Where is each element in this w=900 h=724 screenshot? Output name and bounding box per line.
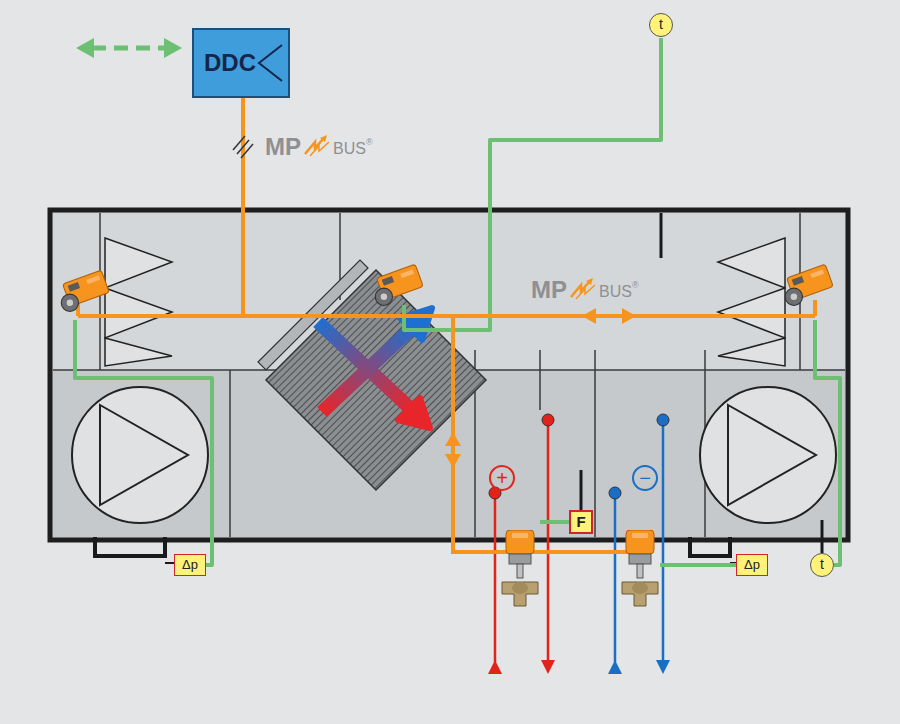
controller-chevron <box>256 30 286 96</box>
bus-arrows-icon <box>568 277 598 301</box>
unit-housing <box>50 210 848 540</box>
bus-logo: MP BUS® <box>262 133 376 161</box>
mp-bus-line <box>78 98 815 560</box>
signal-wire <box>75 38 840 565</box>
node-label: Δp <box>182 558 198 572</box>
pipes <box>488 414 670 674</box>
bus-logo-bus: BUS <box>599 283 632 301</box>
node-label: t <box>659 17 663 32</box>
bus-slash <box>233 136 253 158</box>
bus-logo: MP BUS® <box>528 276 642 304</box>
communication-arrow <box>76 38 182 58</box>
node-label: − <box>639 467 651 489</box>
node-label: + <box>496 467 508 489</box>
temperature-sensor: t <box>810 553 834 577</box>
cooling-coil-symbol: − <box>632 465 658 491</box>
bus-logo-mp: MP <box>265 134 301 160</box>
bus-logo-mp: MP <box>531 277 567 303</box>
registered-mark: ® <box>632 281 639 291</box>
heating-coil-symbol: + <box>489 465 515 491</box>
valve-actuator <box>502 530 658 606</box>
controller-box: DDC <box>192 28 290 98</box>
node-label: Δp <box>744 558 760 572</box>
frost-protection-box: F <box>569 510 593 534</box>
bus-direction-arrows <box>445 308 636 468</box>
registered-mark: ® <box>366 138 373 148</box>
sensor-hoses <box>95 213 822 563</box>
damper-actuator <box>61 264 833 311</box>
node-label: F <box>576 514 585 531</box>
differential-pressure-box: Δp <box>736 554 768 576</box>
differential-pressure-box: Δp <box>174 554 206 576</box>
node-label: t <box>820 557 824 572</box>
bus-logo-bus: BUS <box>333 140 366 158</box>
bus-arrows-icon <box>302 134 332 158</box>
temperature-sensor: t <box>649 13 673 37</box>
node-label: DDC <box>204 50 256 76</box>
